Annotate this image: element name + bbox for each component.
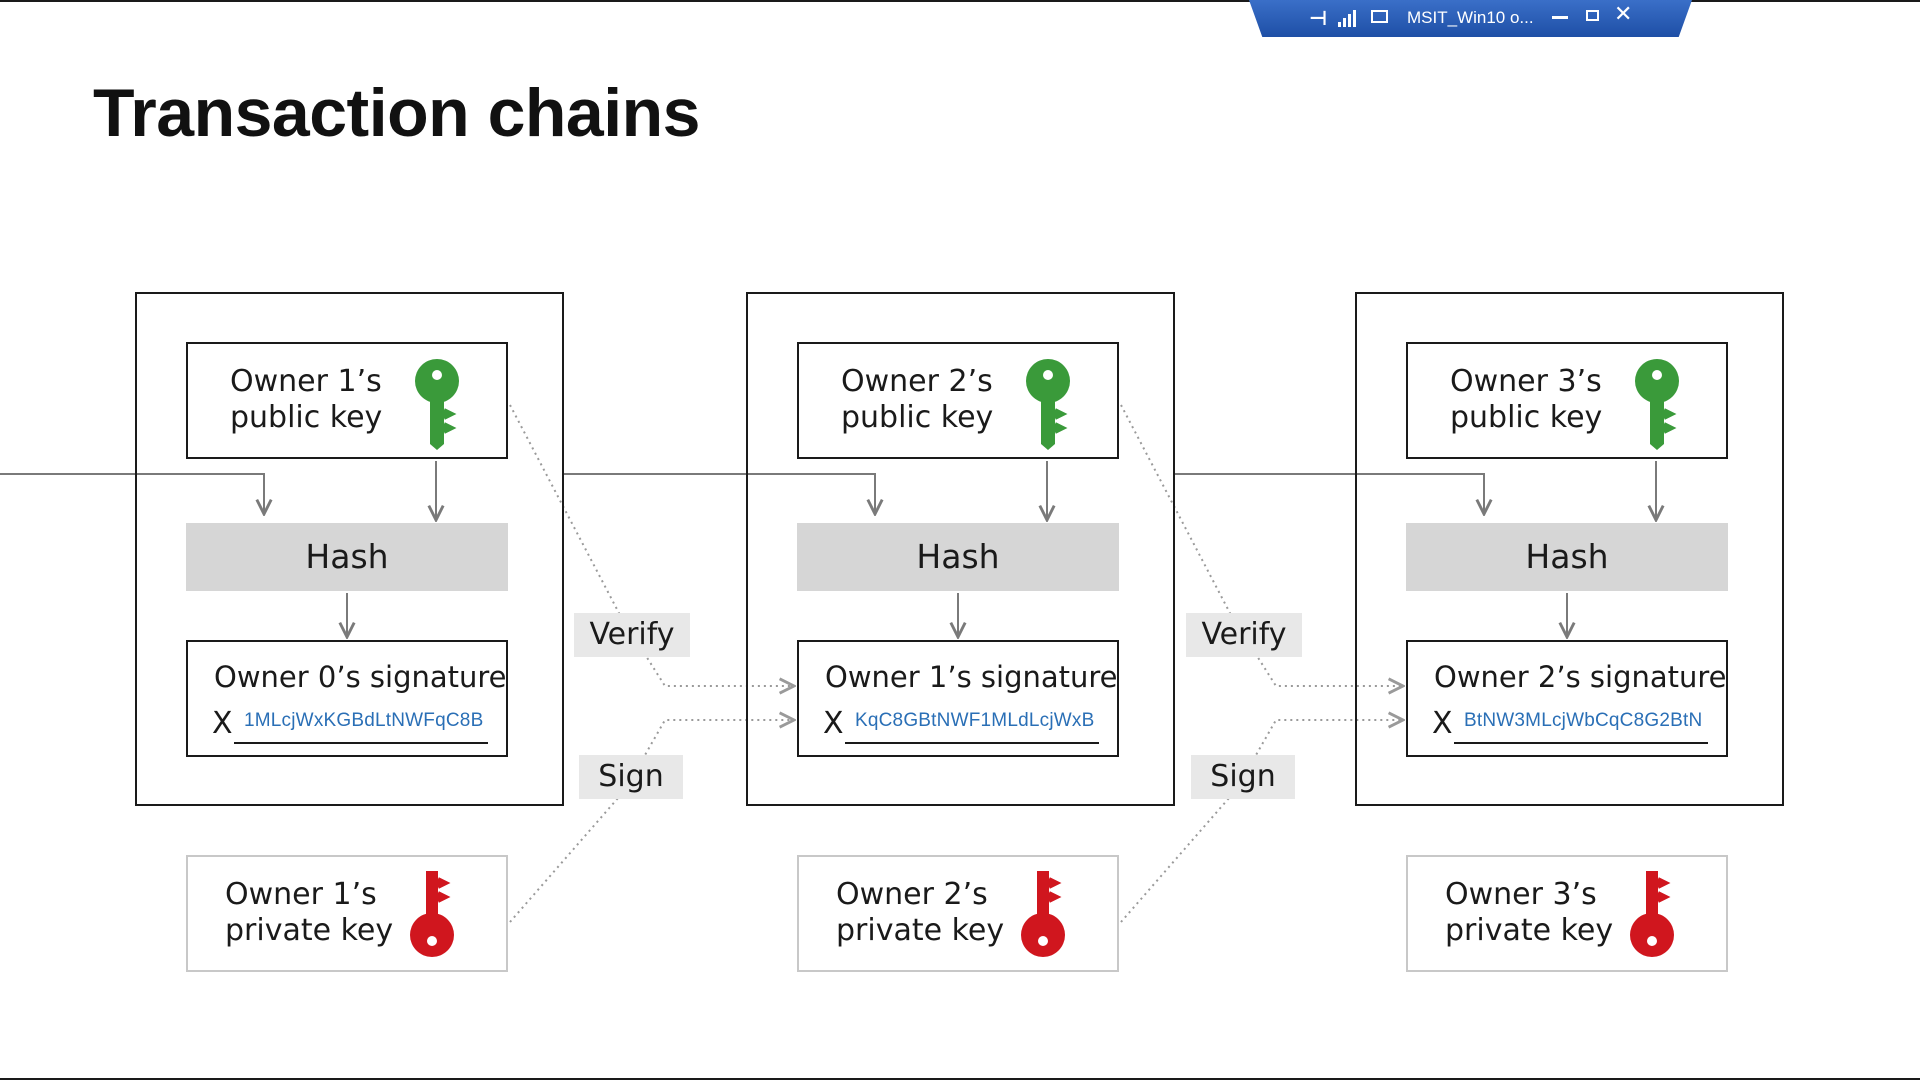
signature-mark: X <box>823 706 844 741</box>
private-key-label-line2: private key <box>836 913 1005 948</box>
hash-box: Hash <box>186 523 508 591</box>
top-frame-line <box>0 0 1920 2</box>
signature-line <box>845 714 1099 744</box>
hash-box: Hash <box>1406 523 1728 591</box>
restore-button[interactable] <box>1586 10 1599 21</box>
private-key-label-line2: private key <box>1445 913 1614 948</box>
private-key-box: Owner 2’s private key <box>797 855 1119 972</box>
signature-box: Owner 2’s signature X BtNW3MLcjWbCqC8G2B… <box>1406 640 1728 757</box>
verify-arrow <box>1120 404 1403 686</box>
public-key-icon <box>415 359 459 450</box>
monitor-icon[interactable] <box>1371 10 1388 23</box>
public-key-label: Owner 3’s public key <box>1450 364 1602 436</box>
close-button[interactable]: ✕ <box>1614 2 1633 27</box>
verify-arrow <box>509 404 794 686</box>
signature-value: KqC8GBtNWF1MLdLcjWxB <box>855 710 1095 731</box>
signature-line <box>1454 714 1708 744</box>
sign-label: Sign <box>1191 755 1295 799</box>
verify-label: Verify <box>1186 613 1302 657</box>
remote-connection-bar: ⊣ MSIT_Win10 o... ✕ <box>1249 0 1692 37</box>
signature-box: Owner 1’s signature X KqC8GBtNWF1MLdLcjW… <box>797 640 1119 757</box>
sign-arrow <box>1120 720 1403 923</box>
public-key-label: Owner 2’s public key <box>841 364 993 436</box>
private-key-label-line1: Owner 3’s <box>1445 877 1597 912</box>
transaction-frame <box>746 292 1175 806</box>
signature-mark: X <box>212 706 233 741</box>
private-key-icon <box>410 871 454 957</box>
private-key-label-line1: Owner 2’s <box>836 877 988 912</box>
public-key-label-line1: Owner 3’s <box>1450 364 1602 399</box>
private-key-label-line1: Owner 1’s <box>225 877 377 912</box>
public-key-box: Owner 3’s public key <box>1406 342 1728 459</box>
signature-title: Owner 2’s signature <box>1434 660 1727 694</box>
private-key-label-line2: private key <box>225 913 394 948</box>
signature-value: 1MLcjWxKGBdLtNWFqC8B <box>244 710 484 731</box>
signature-title: Owner 1’s signature <box>825 660 1118 694</box>
private-key-icon <box>1630 871 1674 957</box>
verify-label: Verify <box>574 613 690 657</box>
public-key-label-line2: public key <box>230 400 383 435</box>
private-key-box: Owner 1’s private key <box>186 855 508 972</box>
private-key-box: Owner 3’s private key <box>1406 855 1728 972</box>
hash-box: Hash <box>797 523 1119 591</box>
public-key-label-line1: Owner 2’s <box>841 364 993 399</box>
pin-icon[interactable]: ⊣ <box>1309 6 1328 30</box>
prior-hash-arrow <box>564 473 875 514</box>
signature-mark: X <box>1432 706 1453 741</box>
minimize-button[interactable] <box>1552 16 1568 19</box>
private-key-icon <box>1021 871 1065 957</box>
public-key-label-line2: public key <box>1450 400 1603 435</box>
signature-box: Owner 0’s signature X 1MLcjWxKGBdLtNWFqC… <box>186 640 508 757</box>
signal-strength-icon[interactable] <box>1338 9 1358 27</box>
transaction-frame <box>135 292 564 806</box>
public-key-icon <box>1635 359 1679 450</box>
public-key-label: Owner 1’s public key <box>230 364 382 436</box>
sign-label: Sign <box>579 755 683 799</box>
private-key-label: Owner 2’s private key <box>836 877 1004 949</box>
public-key-label-line1: Owner 1’s <box>230 364 382 399</box>
private-key-label: Owner 3’s private key <box>1445 877 1613 949</box>
signature-value: BtNW3MLcjWbCqC8G2BtN <box>1464 710 1703 731</box>
bottom-frame-line <box>0 1078 1920 1080</box>
public-key-icon <box>1026 359 1070 450</box>
transaction-frame <box>1355 292 1784 806</box>
public-key-label-line2: public key <box>841 400 994 435</box>
public-key-box: Owner 2’s public key <box>797 342 1119 459</box>
signature-title: Owner 0’s signature <box>214 660 507 694</box>
prior-hash-arrow <box>0 473 264 514</box>
prior-hash-arrow <box>1175 473 1484 514</box>
public-key-box: Owner 1’s public key <box>186 342 508 459</box>
slide-title: Transaction chains <box>93 75 700 151</box>
signature-line <box>234 714 488 744</box>
private-key-label: Owner 1’s private key <box>225 877 393 949</box>
connection-title: MSIT_Win10 o... <box>1407 8 1534 27</box>
